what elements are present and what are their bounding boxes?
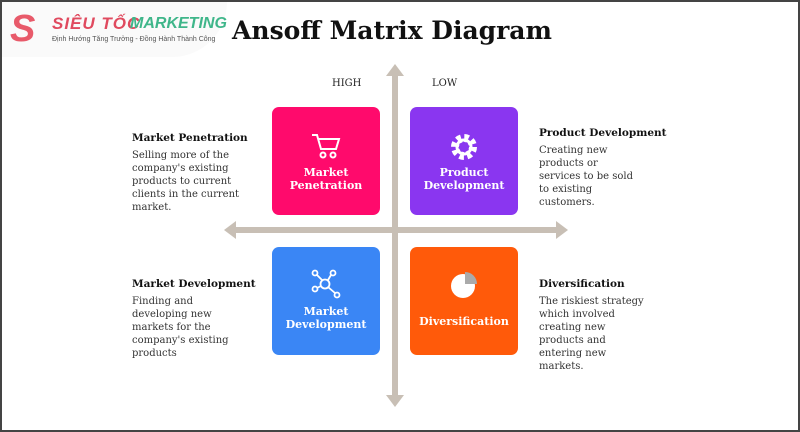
logo-s-icon: S: [10, 8, 36, 50]
page-title: Ansoff Matrix Diagram: [232, 16, 552, 45]
description-text: Selling more of the company's existing p…: [132, 150, 240, 213]
arrow-right-icon: [556, 221, 568, 239]
axis-label-low: LOW: [432, 78, 458, 89]
horizontal-axis: [234, 227, 558, 233]
description-product-development: Product Development Creating new product…: [539, 127, 669, 209]
quadrant-label: Development: [423, 179, 505, 192]
vertical-axis: [392, 74, 398, 399]
quadrant-market-penetration: Market Penetration: [272, 107, 380, 215]
logo-brand-b: MARKETING: [130, 15, 227, 32]
quadrant-product-development: Product Development: [410, 107, 518, 215]
arrow-down-icon: [386, 395, 404, 407]
quadrant-label: Development: [285, 318, 367, 331]
quadrant-label: Market: [303, 305, 349, 318]
description-text: Creating new products or services to be …: [539, 145, 633, 208]
network-icon: [311, 269, 341, 299]
description-heading: Market Development: [132, 278, 256, 290]
arrow-left-icon: [224, 221, 236, 239]
logo: S SIÊU TỐC MARKETING Định Hướng Tăng Trư…: [2, 2, 227, 57]
cart-icon: [312, 134, 341, 159]
description-heading: Product Development: [539, 127, 667, 139]
quadrant-market-development: Market Development: [272, 247, 380, 355]
description-heading: Market Penetration: [132, 132, 248, 144]
quadrant-label: Penetration: [289, 179, 363, 192]
logo-brand-a: SIÊU TỐC: [52, 14, 141, 33]
description-heading: Diversification: [539, 278, 625, 290]
description-text: The riskiest strategy which involved cre…: [539, 296, 644, 372]
description-market-development: Market Development Finding and developin…: [132, 278, 262, 360]
quadrant-label: Market: [303, 166, 349, 179]
pie-chart-icon: [451, 272, 477, 298]
description-market-penetration: Market Penetration Selling more of the c…: [132, 132, 262, 214]
quadrant-diversification: Diversification: [410, 247, 518, 355]
quadrant-label: Diversification: [419, 315, 509, 328]
gear-icon: [451, 134, 477, 160]
logo-tagline: Định Hướng Tăng Trưởng - Đồng Hành Thành…: [52, 36, 216, 43]
description-diversification: Diversification The riskiest strategy wh…: [539, 278, 669, 373]
description-text: Finding and developing new markets for t…: [132, 296, 229, 359]
arrow-up-icon: [386, 64, 404, 76]
quadrant-label: Product: [439, 166, 489, 179]
axis-label-high: HIGH: [332, 78, 362, 89]
